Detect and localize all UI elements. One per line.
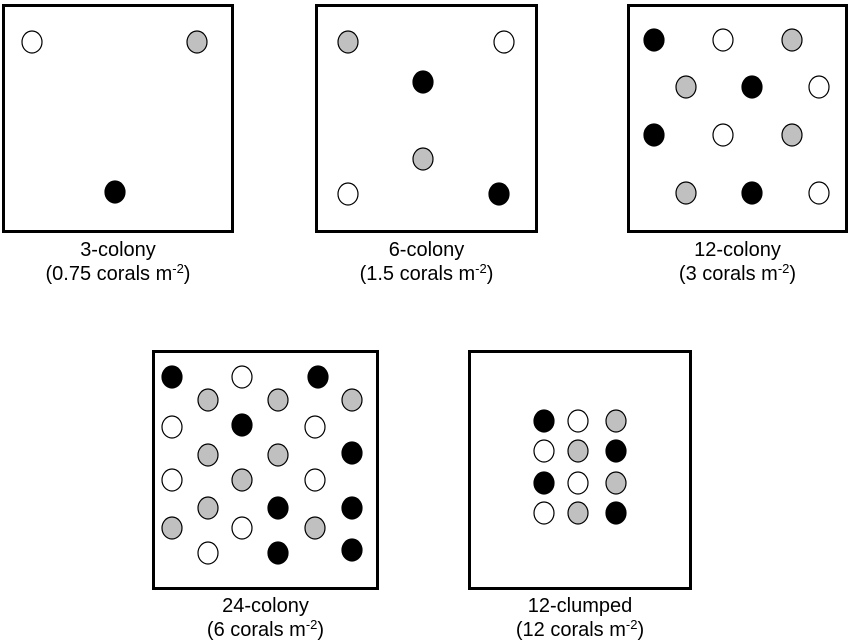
coral-colony-gray [675,75,697,99]
coral-colony-gray [781,123,803,147]
coral-colony-black [488,182,510,206]
coral-colony-gray [567,501,589,525]
colony-layout-6-colony [337,30,515,206]
caption-3-colony: 3-colony (0.75 corals m-2) [2,238,234,286]
coral-colony-white [231,365,253,389]
coral-colony-white [161,415,183,439]
coral-colony-white [567,471,589,495]
coral-colony-gray [161,516,183,540]
panel-3-colony [2,4,234,233]
colony-layout-12-clumped [533,409,627,525]
coral-colony-white [533,439,555,463]
coral-colony-black [643,123,665,147]
coral-colony-black [605,501,627,525]
density-label: (0.75 corals m-2) [45,261,191,285]
coral-colony-white [493,30,515,54]
coral-colony-gray [781,28,803,52]
coral-colony-gray [605,471,627,495]
panel-label: 12-clumped [527,595,633,617]
coral-colony-black [533,409,555,433]
colony-layout-12-colony [643,28,830,205]
caption-6-colony: 6-colony (1.5 corals m-2) [315,238,538,286]
coral-colony-black [412,70,434,94]
coral-colony-gray [304,516,326,540]
coral-colony-black [605,439,627,463]
coral-colony-black [341,441,363,465]
panel-12-colony [627,4,848,233]
coral-colony-white [808,181,830,205]
panel-label: 3-colony [80,239,156,261]
density-label: (12 corals m-2) [515,617,645,641]
caption-12-colony: 12-colony (3 corals m-2) [627,238,848,286]
coral-colony-gray [267,443,289,467]
coral-colony-black [741,181,763,205]
density-label: (6 corals m-2) [206,617,325,641]
coral-colony-white [304,468,326,492]
coral-colony-black [307,365,329,389]
coral-colony-gray [267,388,289,412]
coral-colony-black [533,471,555,495]
coral-colony-black [341,496,363,520]
coral-colony-gray [231,468,253,492]
coral-colony-gray [412,147,434,171]
coral-colony-white [712,28,734,52]
panel-label: 24-colony [222,595,309,617]
coral-colony-gray [605,409,627,433]
coral-colony-black [267,496,289,520]
coral-colony-gray [337,30,359,54]
coral-colony-white [712,123,734,147]
coral-colony-gray [567,439,589,463]
coral-colony-white [337,182,359,206]
caption-24-colony: 24-colony (6 corals m-2) [152,594,379,642]
coral-colony-white [808,75,830,99]
panel-12-clumped [468,350,692,590]
colony-layout-24-colony [161,365,363,565]
coral-colony-gray [341,388,363,412]
caption-12-clumped: 12-clumped (12 corals m-2) [468,594,692,642]
coral-colony-gray [197,496,219,520]
coral-colony-white [21,30,43,54]
coral-colony-black [643,28,665,52]
coral-colony-black [741,75,763,99]
coral-colony-white [533,501,555,525]
coral-colony-white [567,409,589,433]
density-label: (3 corals m-2) [678,261,797,285]
colony-layout-3-colony [21,30,208,204]
coral-colony-black [231,413,253,437]
panel-6-colony [315,4,538,233]
coral-colony-gray [675,181,697,205]
coral-colony-black [341,538,363,562]
coral-colony-black [161,365,183,389]
panel-label: 12-colony [694,239,781,261]
coral-colony-black [104,180,126,204]
coral-colony-white [231,516,253,540]
coral-colony-gray [186,30,208,54]
coral-colony-white [161,468,183,492]
coral-colony-gray [197,443,219,467]
coral-colony-white [304,415,326,439]
density-label: (1.5 corals m-2) [359,261,494,285]
panel-label: 6-colony [388,239,465,261]
panel-24-colony [152,350,379,590]
coral-colony-black [267,541,289,565]
coral-colony-gray [197,388,219,412]
coral-colony-white [197,541,219,565]
